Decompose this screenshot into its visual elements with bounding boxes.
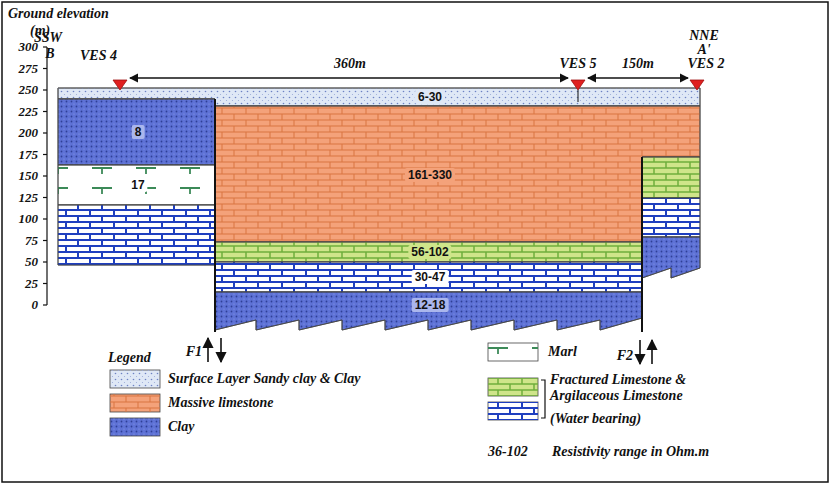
axis-tick-label: 50 <box>25 254 38 270</box>
resistivity-label: 30-47 <box>412 270 449 284</box>
annotation-label: A' <box>697 42 710 58</box>
legend-swatch-fill <box>110 394 160 412</box>
annotation-label: 36-102 <box>488 444 528 460</box>
legend-swatch-fill <box>110 418 160 436</box>
legend-text: (Water bearing) <box>550 411 641 427</box>
axis-tick-label: 175 <box>19 147 39 163</box>
resistivity-label: 8 <box>132 125 145 139</box>
axis-tick-label: 275 <box>19 61 39 77</box>
resistivity-label: 6-30 <box>415 90 445 104</box>
annotation-label: F1 <box>186 344 202 360</box>
annotation-label: 360m <box>334 56 366 72</box>
axis-tick-label: 150 <box>19 168 39 184</box>
resistivity-label: 12-18 <box>412 298 449 312</box>
annotation-label: B <box>45 46 54 62</box>
axis-tick-label: 0 <box>32 297 39 313</box>
legend-swatch-fill <box>110 370 160 388</box>
legend-text: Marl <box>548 344 577 360</box>
axis-tick-label: 100 <box>19 211 39 227</box>
legend-text: Clay <box>168 419 194 435</box>
annotation-label: Legend <box>108 350 151 366</box>
axis-tick-label: 25 <box>25 276 38 292</box>
axis-tick-label: 250 <box>19 82 39 98</box>
axis-tick-label: 225 <box>19 104 39 120</box>
annotation-label: Resistivity range in Ohm.m <box>552 444 709 460</box>
annotation-label: VES 4 <box>80 48 117 64</box>
resistivity-label: 161-330 <box>405 168 455 182</box>
annotation-label: F2 <box>617 348 633 364</box>
legend-swatch-texture <box>110 418 160 436</box>
legend-swatch <box>110 394 160 412</box>
legend-text: Massive limestone <box>168 395 273 411</box>
annotation-label: NNE <box>689 28 719 44</box>
axis-tick-label: 125 <box>19 190 39 206</box>
axis-tick-label: 75 <box>25 233 38 249</box>
annotation-label: SSW <box>34 30 62 46</box>
legend-swatch <box>110 370 160 388</box>
annotation-label: VES 2 <box>688 56 725 72</box>
legend-text: Surface Layer Sandy clay & Clay <box>168 371 360 387</box>
annotation-label: Ground elevation <box>8 6 109 22</box>
annotation-label: 150m <box>622 56 654 72</box>
resistivity-label: 17 <box>128 178 147 192</box>
legend-swatch-texture <box>110 370 160 388</box>
axis-tick-label: 200 <box>19 125 39 141</box>
annotation-label: VES 5 <box>560 56 597 72</box>
legend-text: Fractured Limestone & Argilaceous Limest… <box>550 372 730 404</box>
resistivity-label: 56-102 <box>408 245 451 259</box>
legend-swatch <box>110 418 160 436</box>
legend-swatch-texture <box>110 394 160 412</box>
